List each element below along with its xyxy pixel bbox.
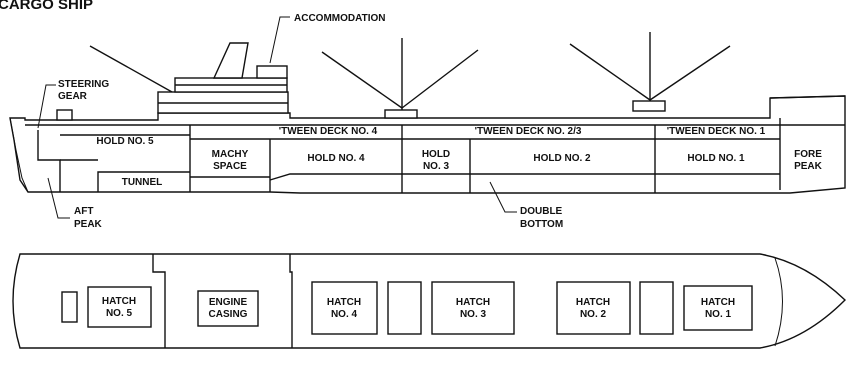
hold-3-label-line1: HOLD: [422, 149, 450, 160]
deck-outline: [12, 253, 847, 349]
machy-space-label-line1: MACHY: [212, 149, 249, 160]
hatch-4-label-line2: NO. 4: [331, 309, 358, 320]
tunnel-label: TUNNEL: [122, 177, 163, 188]
hatch-4: [311, 281, 378, 335]
hatch-1: [683, 285, 753, 331]
hold-1-label: HOLD NO. 1: [687, 153, 745, 164]
engine-casing-label-line2: CASING: [209, 309, 248, 320]
engine-casing: [197, 290, 259, 327]
tween-deck-2-3-label: 'TWEEN DECK NO. 2/3: [475, 126, 582, 137]
tween-deck-1-label: 'TWEEN DECK NO. 1: [667, 126, 766, 137]
hatch-3-label-line1: HATCH: [456, 297, 490, 308]
hatch-3-label-line2: NO. 3: [460, 309, 487, 320]
engine-casing-label-line1: ENGINE: [209, 297, 248, 308]
hatch-1-label-line1: HATCH: [701, 297, 735, 308]
accommodation-label: ACCOMMODATION: [294, 13, 385, 24]
steering-gear-label-line1: STEERING: [58, 79, 109, 90]
hatch-5-label-line2: NO. 5: [106, 308, 133, 319]
hatch-5-label-line1: HATCH: [102, 296, 136, 307]
header-fragment: CARGO SHIP: [0, 0, 93, 13]
plan-view: HATCH NO. 5 ENGINE CASING HATCH NO. 4 HA…: [12, 253, 847, 349]
aft-peak-label-line1: AFT: [74, 206, 93, 217]
hatch-2-label-line2: NO. 2: [580, 309, 607, 320]
double-bottom-label-line1: DOUBLE: [520, 206, 563, 217]
double-bottom-label-line2: BOTTOM: [520, 219, 563, 230]
fore-peak-label-line2: PEAK: [794, 161, 823, 172]
hatch-5: [87, 286, 152, 328]
machy-space-label-line2: SPACE: [213, 161, 247, 172]
hold-2-label: HOLD NO. 2: [533, 153, 591, 164]
tween-deck-4-label: 'TWEEN DECK NO. 4: [279, 126, 378, 137]
fore-peak-label-line1: FORE: [794, 149, 822, 160]
aft-peak-label-line2: PEAK: [74, 219, 103, 230]
hatch-3: [431, 281, 515, 335]
hold-5-label: HOLD NO. 5: [96, 136, 154, 147]
hatch-2-label-line1: HATCH: [576, 297, 610, 308]
hold-3-label-line2: NO. 3: [423, 161, 450, 172]
hull-outline: [9, 95, 846, 194]
hold-4-label: HOLD NO. 4: [307, 153, 365, 164]
hatch-2: [556, 281, 631, 335]
hatch-1-label-line2: NO. 1: [705, 309, 732, 320]
hatch-4-label-line1: HATCH: [327, 297, 361, 308]
profile-view: ACCOMMODATION STEERING GEAR AFT PEAK DOU…: [9, 13, 846, 230]
steering-gear-label-line2: GEAR: [58, 91, 88, 102]
